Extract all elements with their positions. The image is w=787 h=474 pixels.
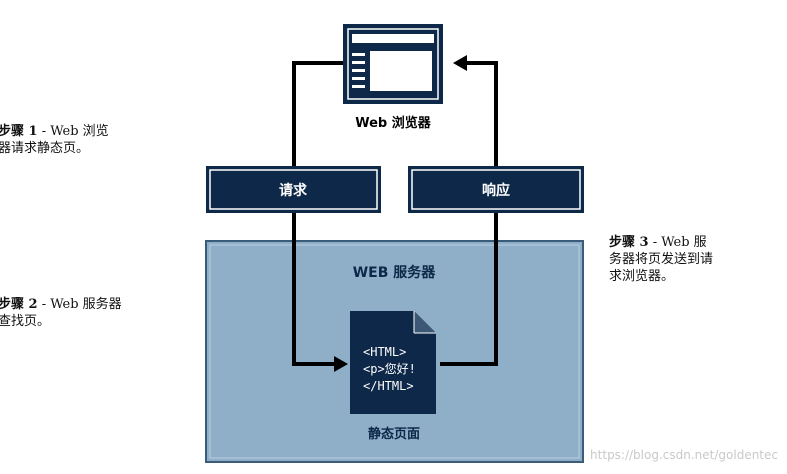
step-3-text-line-2: 务器将页发送到请 [609,252,714,267]
code-line-2: <p>您好! [363,361,416,376]
static-page-label: 静态页面 [368,426,420,442]
web-server-label: WEB 服务器 [353,264,437,281]
response-box: 响应 [408,166,584,213]
response-arrow [440,55,498,366]
watermark-url: https://blog.csdn.net/goldentec [590,448,778,462]
step-2-text-line-1: - Web 服务器 [37,297,122,312]
code-line-3: </HTML> [363,379,414,393]
step-2-note: 步骤 2 - Web 服务器 查找页。 [0,296,148,330]
request-arrow [292,61,348,372]
step-1-prefix: 步骤 [0,124,29,139]
step-3-note: 步骤 3 - Web 服 务器将页发送到请 求浏览器。 [609,234,741,285]
step-1-text-line-1: - Web 浏览 [37,124,109,139]
step-1-text-line-2: 器请求静态页。 [0,141,90,156]
step-2-text-line-2: 查找页。 [0,314,51,329]
step-3-prefix: 步骤 [609,235,640,250]
step-2-prefix: 步骤 [0,297,29,312]
request-label: 请求 [279,182,308,199]
step-3-number: 3 [639,235,649,250]
browser-window-icon [343,24,443,104]
request-box: 请求 [206,166,381,213]
step-2-number: 2 [28,297,38,312]
step-3-text-line-1: - Web 服 [648,235,707,250]
step-1-number: 1 [28,124,38,139]
step-1-note: 步骤 1 - Web 浏览 器请求静态页。 [0,123,138,157]
response-label: 响应 [482,182,510,199]
static-page-document-icon: <HTML> <p>您好! </HTML> [350,311,436,414]
code-line-1: <HTML> [363,345,406,359]
step-3-text-line-3: 求浏览器。 [609,269,675,284]
browser-label: Web 浏览器 [355,115,432,131]
